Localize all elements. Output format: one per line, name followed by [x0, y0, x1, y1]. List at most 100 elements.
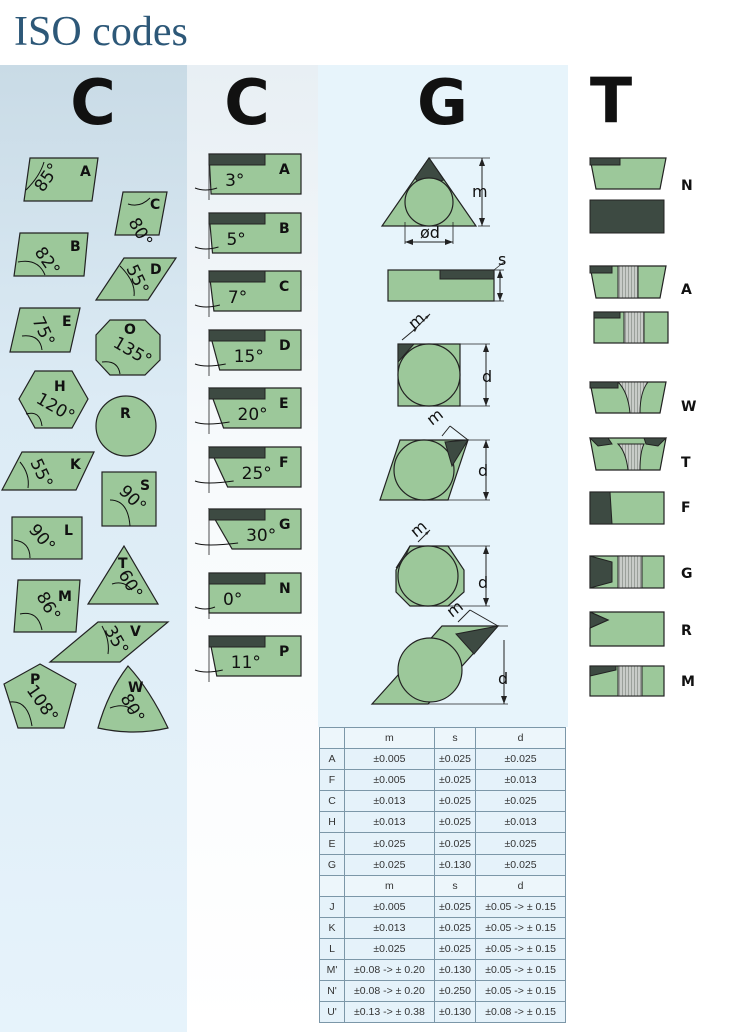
table-cell: ±0.013	[344, 790, 435, 813]
table-cell: ±0.025	[344, 832, 435, 855]
table-cell: ±0.250	[433, 980, 477, 1003]
table-row: U'±0.13 -> ± 0.38±0.130±0.08 -> ± 0.15	[319, 1001, 566, 1024]
table-cell: ±0.05 -> ± 0.15	[475, 895, 566, 918]
table-row: H±0.013±0.025±0.013	[319, 811, 566, 834]
clearance-angle: 20°	[238, 405, 268, 425]
shape-code: S	[140, 478, 150, 494]
table-row: E±0.025±0.025±0.025	[319, 832, 566, 855]
tolerance-thickness-diagram: s	[387, 250, 506, 302]
table-cell: ±0.025	[433, 769, 477, 792]
dimension-d-label: d	[478, 461, 488, 480]
table-cell: ±0.005	[344, 769, 435, 792]
table-cell: s	[433, 874, 477, 897]
clearance-angle: 0°	[223, 590, 242, 610]
table-cell: ±0.08 -> ± 0.20	[344, 980, 435, 1003]
type-code: T	[681, 455, 691, 471]
shape-code: P	[30, 672, 40, 688]
clearance-code: C	[279, 279, 289, 295]
table-cell: ±0.025	[433, 832, 477, 855]
table-cell: ±0.025	[433, 937, 477, 961]
clearance-code: B	[279, 221, 290, 237]
clearance-g-profile-icon: 30°G	[194, 508, 302, 555]
clearance-f-profile-icon: 25° F	[194, 446, 302, 493]
clearance-a-profile-icon: 3°A	[194, 153, 302, 200]
table-cell-code: M'	[319, 959, 345, 982]
table-cell: ±0.025	[433, 790, 477, 813]
dimension-m-label: m	[423, 405, 447, 430]
table-cell: ±0.130	[433, 853, 477, 876]
type-g-profile-icon: G	[589, 555, 693, 589]
table-cell: ±0.13 -> ± 0.38	[344, 1001, 435, 1024]
type-code: W	[681, 399, 696, 415]
table-cell-code: F	[319, 769, 345, 792]
shape-code: V	[130, 624, 141, 640]
table-row: F±0.005±0.025±0.013	[319, 769, 566, 792]
table-cell-code: A	[319, 748, 345, 771]
shape-code: L	[64, 523, 73, 539]
table-cell: ±0.08 -> ± 0.20	[344, 959, 435, 982]
clearance-angle: 3°	[225, 171, 244, 191]
type-n-profile-icon: N	[589, 157, 693, 234]
dimension-d-label: d	[478, 573, 488, 592]
clearance-code: E	[279, 396, 289, 412]
table-cell: ±0.013	[344, 811, 435, 834]
column-letter-type: T	[589, 64, 633, 137]
shape-code: C	[150, 197, 160, 213]
type-code: M	[681, 674, 695, 690]
clearance-angle: 30°	[246, 526, 276, 546]
table-cell: ±0.013	[475, 769, 566, 792]
dimension-m-label: m	[472, 182, 488, 201]
table-cell: ±0.013	[475, 811, 566, 834]
table-cell-code	[319, 874, 345, 897]
table-cell: ±0.013	[344, 916, 435, 939]
dimension-diameter-label: ød	[420, 223, 440, 242]
shape-code: M	[58, 589, 72, 605]
table-row: A±0.005±0.025±0.025	[319, 748, 566, 771]
shape-diagrams: 85° A 80° C 82° B 55° D 75° E 135° O 1	[1, 157, 178, 733]
dimension-d-label: d	[498, 669, 508, 688]
table-row: N'±0.08 -> ± 0.20±0.250±0.05 -> ± 0.15	[319, 980, 566, 1003]
clearance-d-profile-icon: 15°D	[194, 329, 302, 376]
shape-code: D	[150, 262, 162, 278]
shape-w-trigon-icon: W 80°	[97, 665, 169, 733]
table-cell: ±0.025	[344, 937, 435, 961]
dimension-d-label: d	[482, 367, 492, 386]
tolerance-diagrams: m ød s m d	[370, 156, 508, 705]
table-cell: ±0.05 -> ± 0.15	[475, 937, 566, 961]
shape-s-square-icon: 90° S	[101, 471, 157, 527]
shape-m-rhombus-icon: 86° M	[13, 579, 81, 633]
clearance-angle: 25°	[242, 464, 272, 484]
type-code: R	[681, 623, 692, 639]
table-cell: d	[475, 726, 566, 750]
table-cell: ±0.025	[433, 748, 477, 771]
type-code: A	[681, 282, 692, 298]
dimension-m-label: m	[404, 308, 428, 333]
shape-o-octagon-icon: 135° O	[95, 319, 161, 376]
table-cell: ±0.130	[433, 959, 477, 982]
shape-code: E	[62, 314, 72, 330]
clearance-code: F	[279, 455, 289, 471]
shape-code: A	[80, 164, 91, 180]
shape-p-pentagon-icon: P 108°	[3, 663, 77, 729]
table-cell: ±0.025	[433, 811, 477, 834]
tolerance-hexagon-diagram: m d	[395, 516, 490, 607]
table-cell: ±0.025	[475, 748, 566, 771]
type-code: N	[681, 178, 693, 194]
shape-c-rhombus-icon: 80° C	[114, 191, 168, 251]
table-row: M'±0.08 -> ± 0.20±0.130±0.05 -> ± 0.15	[319, 959, 566, 982]
shape-h-hexagon-icon: 120° H	[18, 370, 89, 429]
type-code: G	[681, 566, 693, 582]
table-cell-code: U'	[319, 1001, 345, 1024]
shape-code: K	[70, 457, 82, 473]
page-title: ISO codes	[14, 9, 188, 55]
type-code: F	[681, 500, 691, 516]
clearance-code: D	[279, 338, 291, 354]
table-cell: ±0.130	[433, 1001, 477, 1024]
tolerance-large-rhombus-diagram: m d	[370, 597, 508, 705]
tolerance-rhombus-diagram: m d	[379, 405, 490, 501]
shape-code: T	[118, 556, 128, 572]
shape-code: O	[124, 322, 136, 338]
shape-t-triangle-icon: T 60°	[86, 544, 160, 605]
shape-a-rhombus-icon: 85° A	[23, 157, 99, 202]
